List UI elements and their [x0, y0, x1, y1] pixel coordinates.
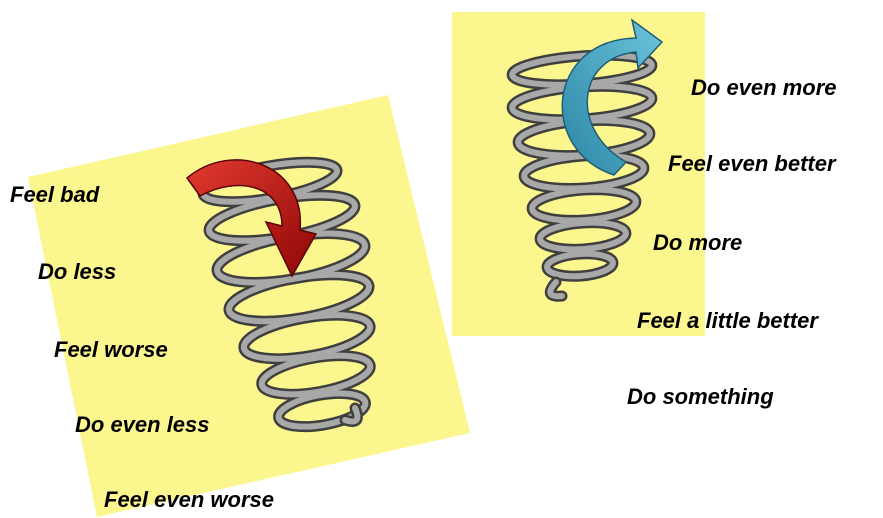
upward-step-3: Do more: [653, 230, 742, 256]
downward-step-2: Do less: [38, 259, 116, 285]
left-yellow-panel: [28, 95, 470, 517]
upward-step-5: Do something: [627, 384, 774, 410]
downward-step-1: Feel bad: [10, 182, 99, 208]
upward-step-4: Feel a little better: [637, 308, 818, 334]
upward-step-2: Feel even better: [668, 151, 836, 177]
downward-step-5: Feel even worse: [104, 487, 274, 513]
upward-step-1: Do even more: [691, 75, 837, 101]
downward-step-3: Feel worse: [54, 337, 168, 363]
downward-step-4: Do even less: [75, 412, 210, 438]
